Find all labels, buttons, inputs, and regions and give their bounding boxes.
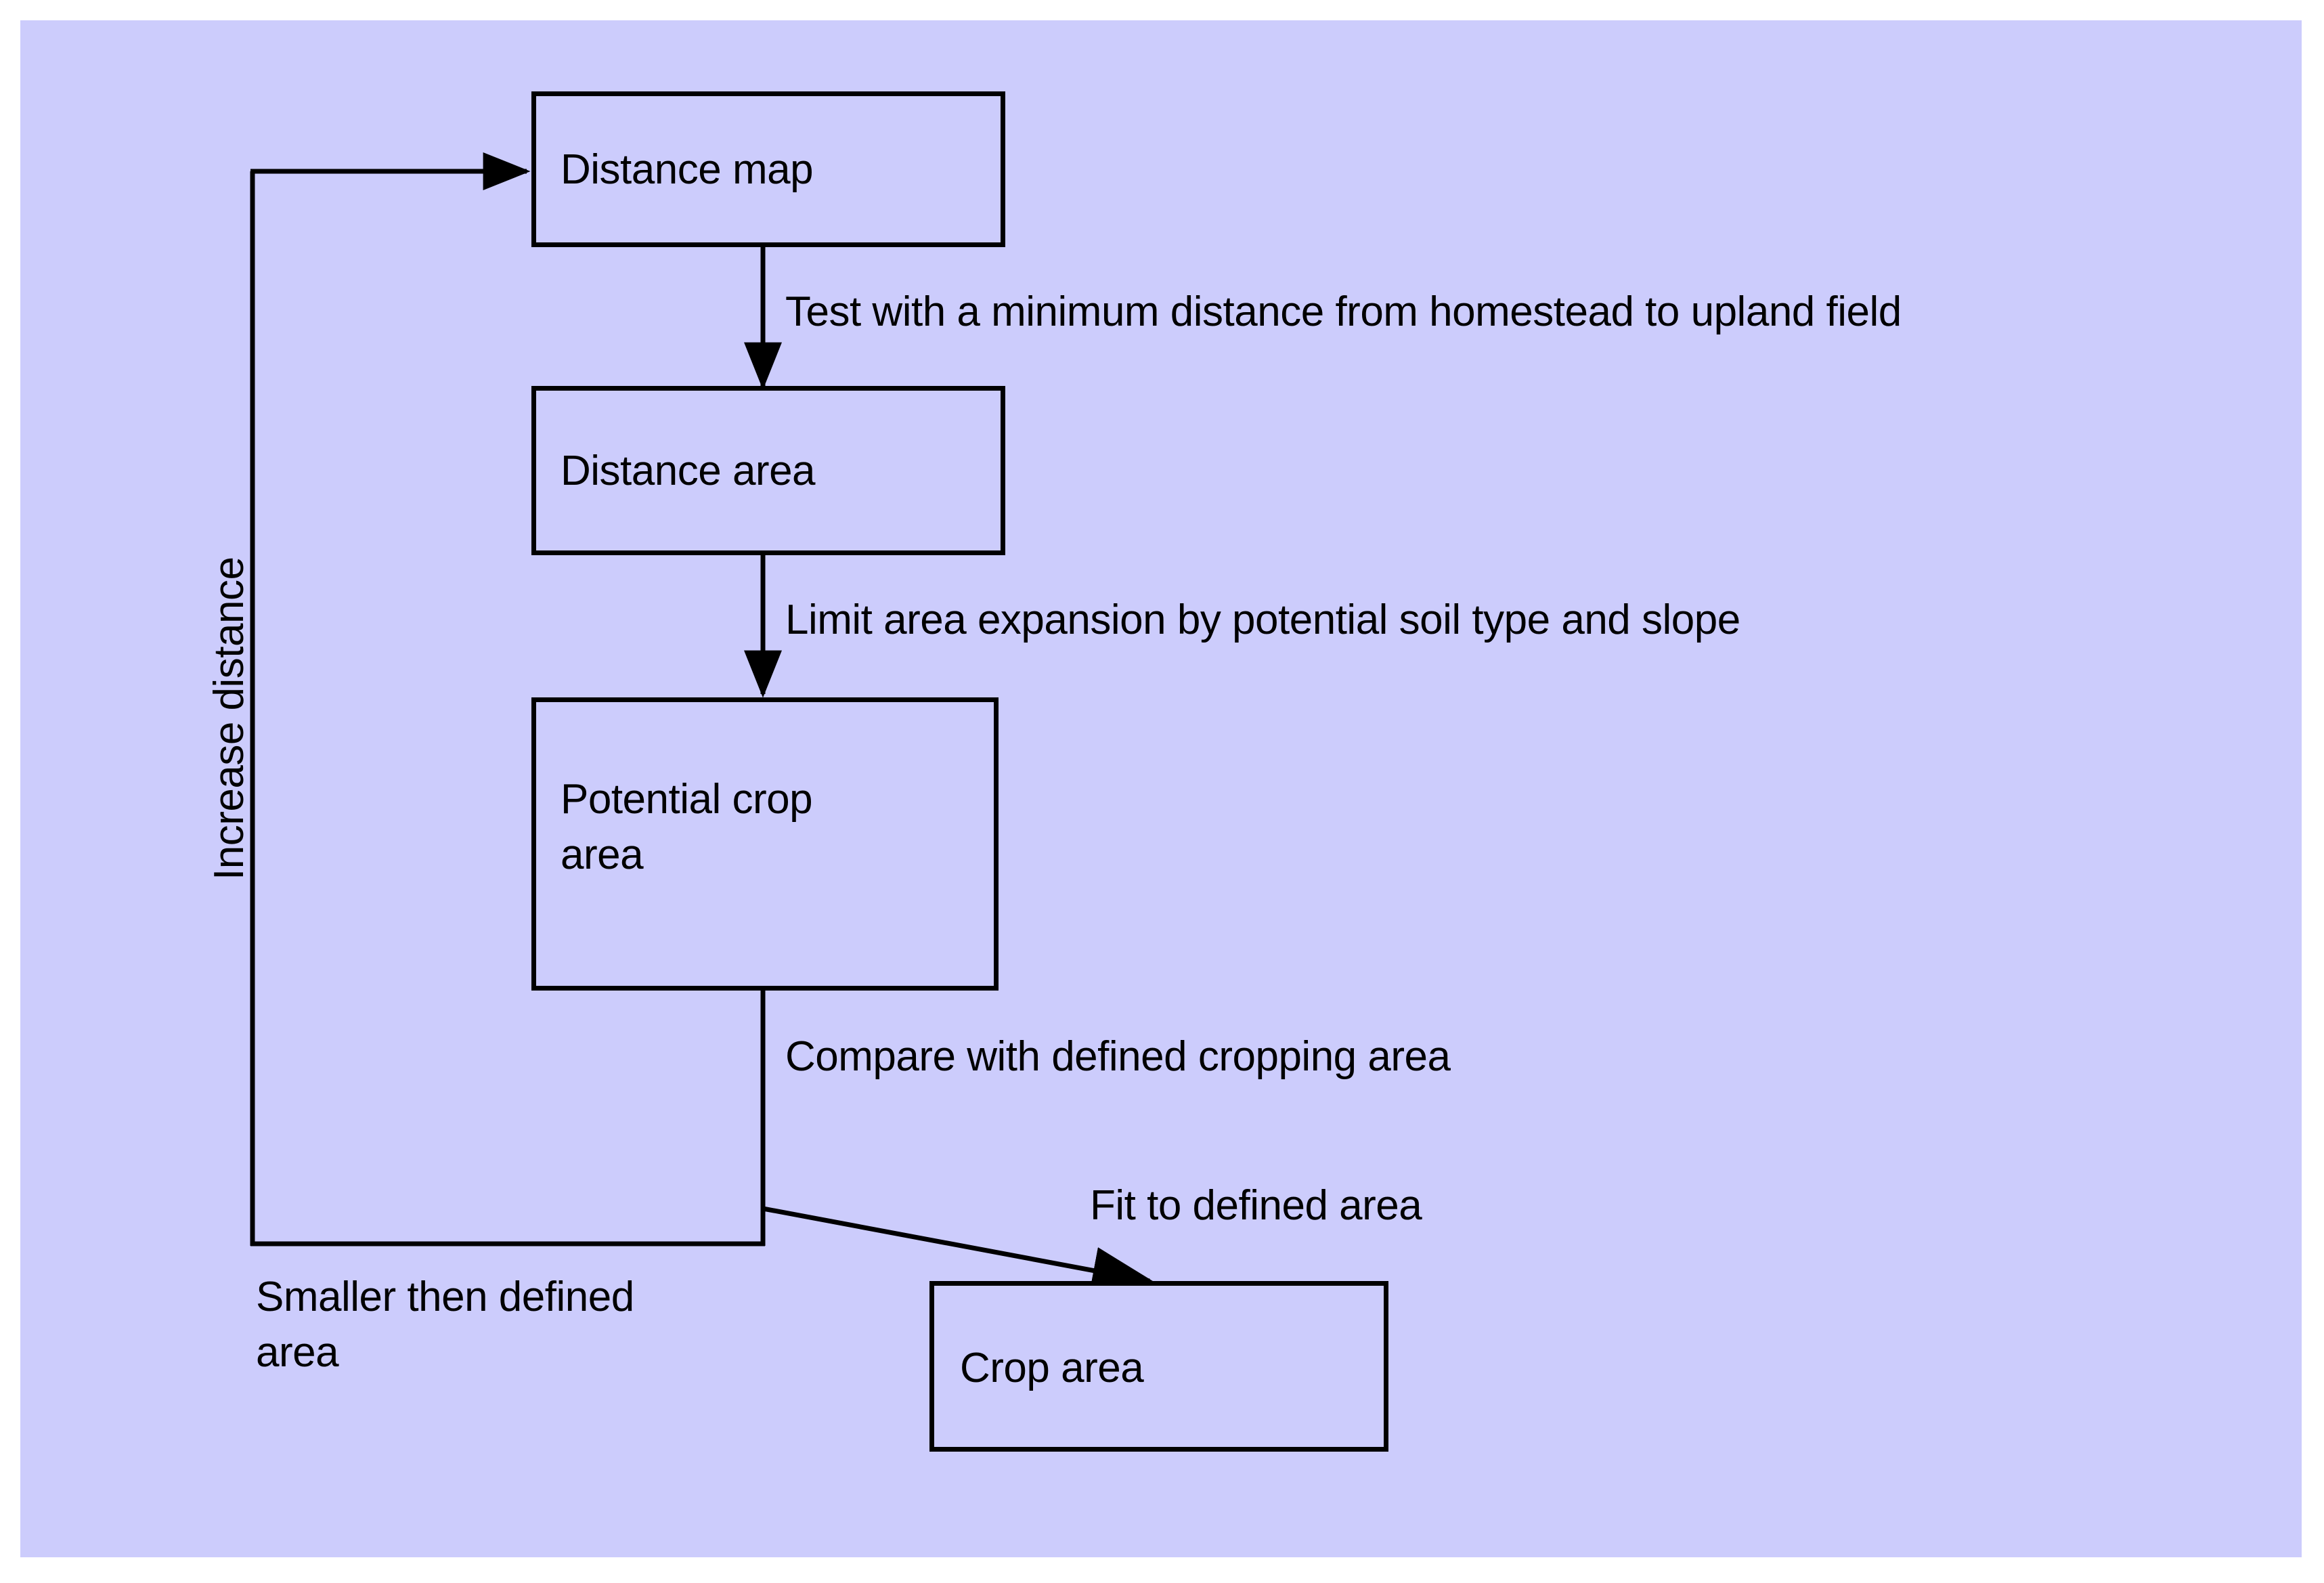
edge-label-fit-to-defined-area: Fit to defined area	[1090, 1182, 1422, 1229]
node-distance-map-label: Distance map	[561, 146, 814, 193]
edge-label-smaller-then-defined-area: Smaller then defined area	[256, 1274, 634, 1376]
diagram-canvas: Distance map Distance area Potential cro…	[20, 20, 2302, 1557]
node-distance-area-label: Distance area	[561, 448, 816, 494]
edge-label-limit-area-expansion: Limit area expansion by potential soil t…	[785, 597, 1740, 643]
edge-label-compare-defined-cropping-area: Compare with defined cropping area	[785, 1033, 1451, 1080]
node-crop-area[interactable]	[929, 1281, 1388, 1452]
node-distance-map[interactable]	[531, 91, 1005, 247]
connector-potential-crop-area-to-crop-area	[762, 1206, 1154, 1294]
edge-label-increase-distance: Increase distance	[206, 557, 253, 880]
node-distance-area[interactable]	[531, 386, 1005, 555]
node-crop-area-label: Crop area	[960, 1345, 1144, 1391]
diagram-connectors	[250, 152, 1154, 1294]
node-potential-crop-area-label: Potential crop area	[561, 776, 813, 879]
edge-label-test-minimum-distance: Test with a minimum distance from homest…	[785, 288, 1902, 335]
node-potential-crop-area[interactable]	[531, 697, 999, 991]
